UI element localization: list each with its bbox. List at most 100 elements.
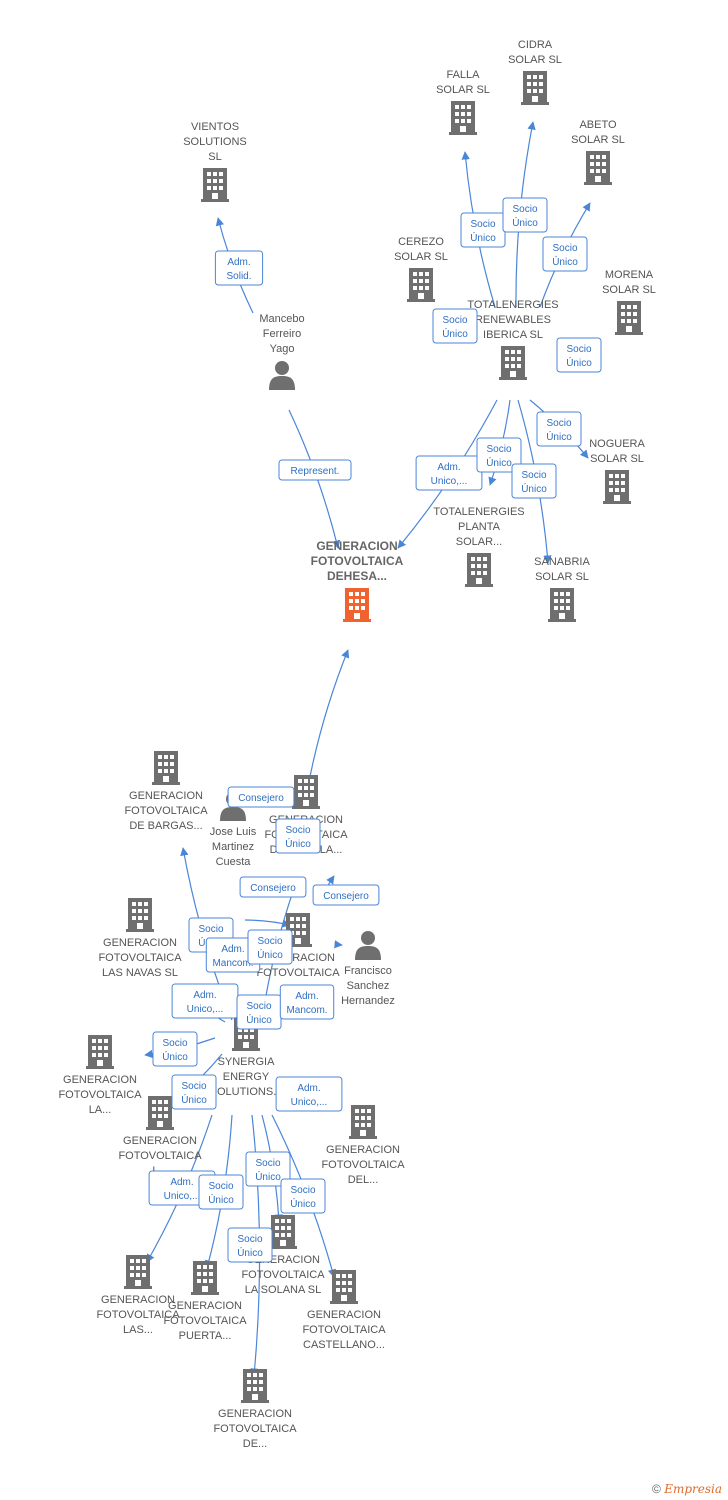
relation-badge[interactable]: Represent. (278, 459, 352, 481)
relation-label: Único (552, 255, 578, 268)
brand-logo: Empresia (664, 1482, 722, 1496)
relation-label: Único (246, 1013, 272, 1026)
node-label: SOLAR SL (602, 284, 656, 296)
relation-label: Único (162, 1050, 188, 1063)
node-label: LA... (89, 1104, 112, 1116)
relation-box (275, 818, 321, 854)
node-label: FOTOVOLTAICA (321, 1159, 405, 1171)
node-label: FOTOVOLTAICA (58, 1089, 142, 1101)
relation-badge[interactable]: Adm.Solid. (214, 250, 264, 286)
company-node-cerezo[interactable]: CEREZO SOLAR SL (394, 236, 448, 302)
company-node-gfde[interactable]: GENERACIONFOTOVOLTAICADE... (213, 1369, 297, 1450)
relation-badge[interactable]: Adm.Unico,... (148, 1170, 216, 1206)
relation-box (245, 1151, 291, 1187)
building-icon (201, 168, 229, 202)
company-node-gfcastellano[interactable]: GENERACIONFOTOVOLTAICACASTELLANO... (302, 1270, 386, 1351)
relation-label: Adm. (297, 1083, 320, 1094)
relation-label: Único (521, 482, 547, 495)
relation-badge[interactable]: Consejero (312, 884, 380, 906)
node-label: CEREZO (398, 236, 444, 248)
node-label: FOTOVOLTAICA (96, 1309, 180, 1321)
node-label: LA SOLANA SL (245, 1284, 321, 1296)
relation-badge[interactable]: Adm.Unico,... (171, 983, 239, 1019)
person-icon (269, 361, 295, 390)
company-node-gfpuerta[interactable]: GENERACIONFOTOVOLTAICAPUERTA... (163, 1261, 247, 1342)
company-node-main[interactable]: GENERACIONFOTOVOLTAICADEHESA... (311, 539, 404, 622)
company-node-synergia[interactable]: SYNERGIAENERGYSOLUTIONS... (210, 1017, 283, 1098)
node-label: LAS... (123, 1324, 153, 1336)
relation-badge[interactable]: Adm.Unico,... (415, 455, 483, 491)
relation-badge[interactable]: Consejero (227, 786, 295, 808)
relation-label: Socio (285, 825, 310, 836)
company-node-gfdel[interactable]: GENERACIONFOTOVOLTAICADEL... (321, 1105, 405, 1186)
node-label: DEL... (348, 1174, 379, 1186)
node-label: PUERTA... (179, 1330, 232, 1342)
building-icon (349, 1105, 377, 1139)
footer-brand: © Empresia (652, 1482, 722, 1496)
relation-badge[interactable]: Consejero (239, 876, 307, 898)
company-node-totalplanta[interactable]: TOTALENERGIESPLANTASOLAR... (433, 506, 525, 587)
connection-arrow (306, 649, 350, 793)
building-icon (343, 588, 371, 622)
relation-box (239, 876, 307, 898)
relation-badge[interactable]: Adm.Unico,... (275, 1076, 343, 1112)
building-icon (603, 470, 631, 504)
node-label: Ferreiro (263, 328, 302, 340)
relation-label: Socio (290, 1185, 315, 1196)
relation-label: Unico,... (164, 1191, 201, 1202)
relation-label: Único (512, 216, 538, 229)
node-label: FOTOVOLTAICA (302, 1324, 386, 1336)
relation-box (275, 1076, 343, 1112)
building-icon (269, 1215, 297, 1249)
relation-label: Adm. (227, 257, 250, 268)
node-label: FOTOVOLTAICA (98, 952, 182, 964)
relation-box (214, 250, 264, 286)
company-node-gflas[interactable]: GENERACIONFOTOVOLTAICALAS... (96, 1255, 180, 1336)
relation-label: Unico,... (187, 1004, 224, 1015)
node-label: NOGUERA (589, 438, 645, 450)
node-label: DE... (243, 1438, 267, 1450)
relation-badge[interactable]: Adm.Mancom. (279, 984, 335, 1020)
node-label: SANABRIA (534, 556, 590, 568)
node-label: DE BARGAS... (129, 820, 202, 832)
relation-box (542, 236, 588, 272)
node-label: Martinez (212, 841, 254, 853)
node-label: ABETO (579, 119, 617, 131)
relation-label: Consejero (238, 793, 284, 804)
building-icon (124, 1255, 152, 1289)
node-label: SOLAR SL (394, 251, 448, 263)
company-node-gfla[interactable]: GENERACIONFOTOVOLTAICALA... (58, 1035, 142, 1116)
node-label: Jose Luis (210, 826, 257, 838)
